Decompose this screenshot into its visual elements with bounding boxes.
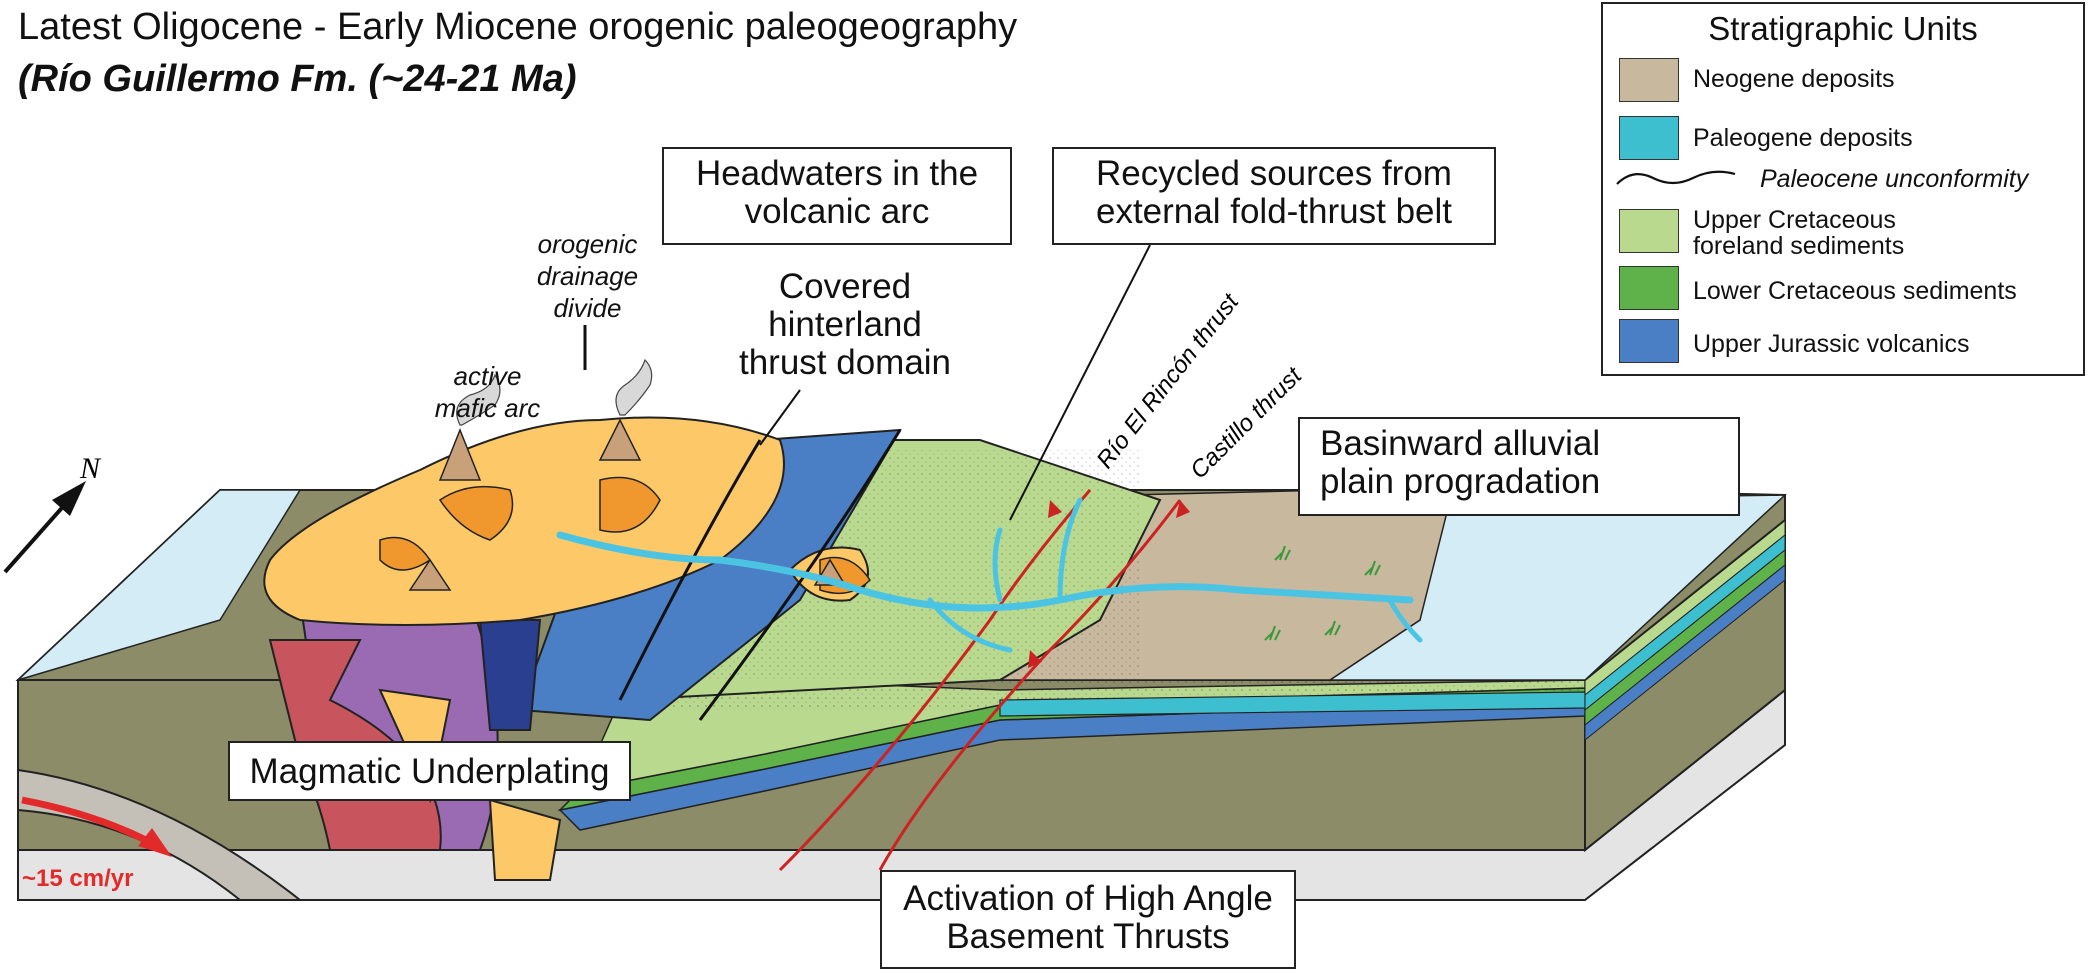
volcanic-arc (263, 416, 785, 626)
north-arrow-head (52, 481, 86, 516)
volcano-cone-3 (408, 558, 452, 591)
diagram-subtitle: (Río Guillermo Fm. (~24-21 Ma) (18, 58, 577, 100)
plume-2 (456, 373, 501, 426)
label-recycled-line-1: Recycled sources from (1096, 154, 1452, 193)
subducting-slab (17, 768, 303, 901)
legend-neogene: Neogene deposits (1693, 65, 1895, 93)
label-covered-hinterland: Covered hinterland thrust domain (700, 268, 990, 382)
label-activation: Activation of High Angle Basement Thrust… (880, 870, 1296, 969)
label-activation-line-1: Activation of High Angle (903, 879, 1273, 918)
vegetation (1264, 545, 1381, 641)
thrust-red-1 (778, 489, 1092, 872)
side-strata-4 (1584, 563, 1786, 742)
sea-left (17, 489, 302, 681)
volcano-cone-2 (598, 418, 642, 461)
legend-lower-cretaceous: Lower Cretaceous sediments (1693, 277, 2017, 305)
volcano-cone-1 (438, 427, 482, 481)
label-drainage-line-1: orogenic (537, 229, 638, 259)
label-magmatic-underplating: Magmatic Underplating (228, 741, 631, 801)
label-active-arc-line-2: mafic arc (434, 393, 541, 423)
label-drainage-divide: orogenic drainage divide (510, 228, 665, 324)
thrust-black-1 (618, 439, 762, 701)
legend: Stratigraphic Units Neogene deposits Pal… (1601, 2, 2085, 376)
label-active-arc-line-1: active (453, 361, 522, 391)
label-covered-line-1: Covered (778, 267, 912, 306)
thrust-tooth-3 (1028, 650, 1042, 668)
swatch-paleogene (1619, 116, 1679, 160)
diagram-title: Latest Oligocene - Early Miocene orogeni… (18, 6, 1018, 48)
label-covered-line-2: hinterland (768, 305, 922, 344)
label-recycled-line-2: external fold-thrust belt (1095, 192, 1452, 231)
river-delta (1387, 597, 1423, 643)
leader-covered (759, 389, 801, 446)
label-rate: ~15 cm/yr (22, 865, 134, 892)
label-covered-line-3: thrust domain (738, 343, 952, 382)
label-basinward-line-1: Basinward alluvial (1320, 424, 1601, 463)
swatch-lower-cretaceous (1619, 266, 1679, 310)
label-drainage-line-2: drainage (536, 261, 639, 291)
river-main (556, 531, 1414, 612)
label-basinward: Basinward alluvial plain progradation (1298, 417, 1740, 516)
plume-1 (615, 358, 653, 416)
thrust-black-2 (698, 429, 902, 721)
label-activation-line-2: Basement Thrusts (946, 917, 1230, 956)
swatch-neogene (1619, 58, 1679, 102)
label-drainage-line-3: divide (553, 293, 622, 323)
magma-yellow-small (488, 798, 562, 881)
lava-1 (438, 485, 514, 541)
thrust-tooth-2 (1176, 500, 1190, 518)
leader-recycled (1009, 244, 1151, 521)
legend-title: Stratigraphic Units (1708, 10, 1978, 47)
label-recycled: Recycled sources from external fold-thru… (1052, 147, 1496, 245)
label-headwaters: Headwaters in the volcanic arc (662, 147, 1012, 245)
lava-2 (599, 476, 661, 533)
legend-upper-jurassic: Upper Jurassic volcanics (1693, 330, 1970, 358)
river-trib-2 (992, 527, 1003, 603)
north-label: N (79, 452, 102, 485)
plate-motion-arrow (21, 796, 157, 849)
legend-paleogene: Paleogene deposits (1693, 124, 1913, 152)
plate-motion-arrow-head (138, 828, 172, 857)
magma-dark-conduit (478, 619, 542, 731)
legend-upper-cretaceous: Upper Cretaceous foreland sediments (1693, 206, 1905, 260)
swatch-upper-jurassic (1619, 319, 1679, 363)
river-trib-1 (1057, 497, 1083, 603)
swatch-upper-cretaceous (1619, 209, 1679, 253)
thrust-red-2 (878, 499, 1182, 871)
unconformity-wavy-icon (1616, 170, 1736, 185)
river-trib-3 (927, 597, 1013, 653)
label-castillo-thrust: Castillo thrust (1185, 361, 1308, 484)
label-basinward-line-2: plain progradation (1320, 462, 1601, 501)
label-active-arc: active mafic arc (410, 360, 565, 424)
label-headwaters-line-1: Headwaters in the (695, 154, 979, 193)
thrust-tooth-1 (1048, 500, 1062, 518)
legend-unconformity: Paleocene unconformity (1760, 165, 2029, 193)
label-headwaters-line-2: volcanic arc (744, 192, 930, 231)
